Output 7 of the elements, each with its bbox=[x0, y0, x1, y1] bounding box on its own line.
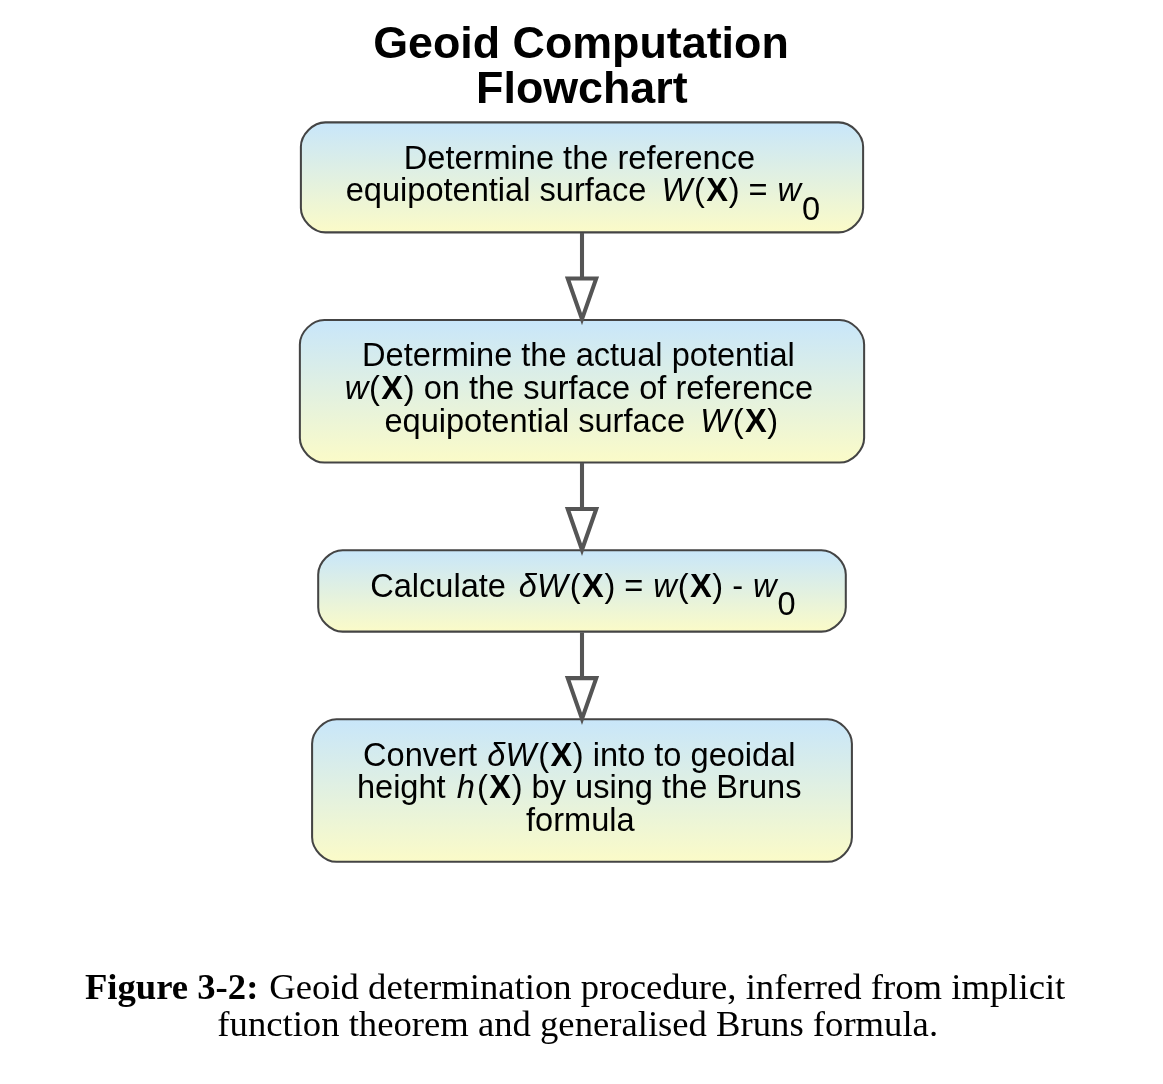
caption: Figure 3-2: Geoid determination procedure, inferred from implicit function theorem and generalised Bruns formula. bbox=[84, 966, 1065, 1044]
diagram-title: Geoid Computation Flowchart bbox=[372, 17, 789, 113]
arrow bbox=[564, 232, 599, 326]
arrow bbox=[564, 632, 599, 726]
arrow bbox=[564, 462, 599, 556]
node-box: Determine the actual potential w(X) on the surface of reference equipotential surface W(X) bbox=[298, 318, 865, 464]
node-box: Convert δW(X) into to geoidal height h(X) by using the Bruns formula bbox=[310, 718, 853, 863]
